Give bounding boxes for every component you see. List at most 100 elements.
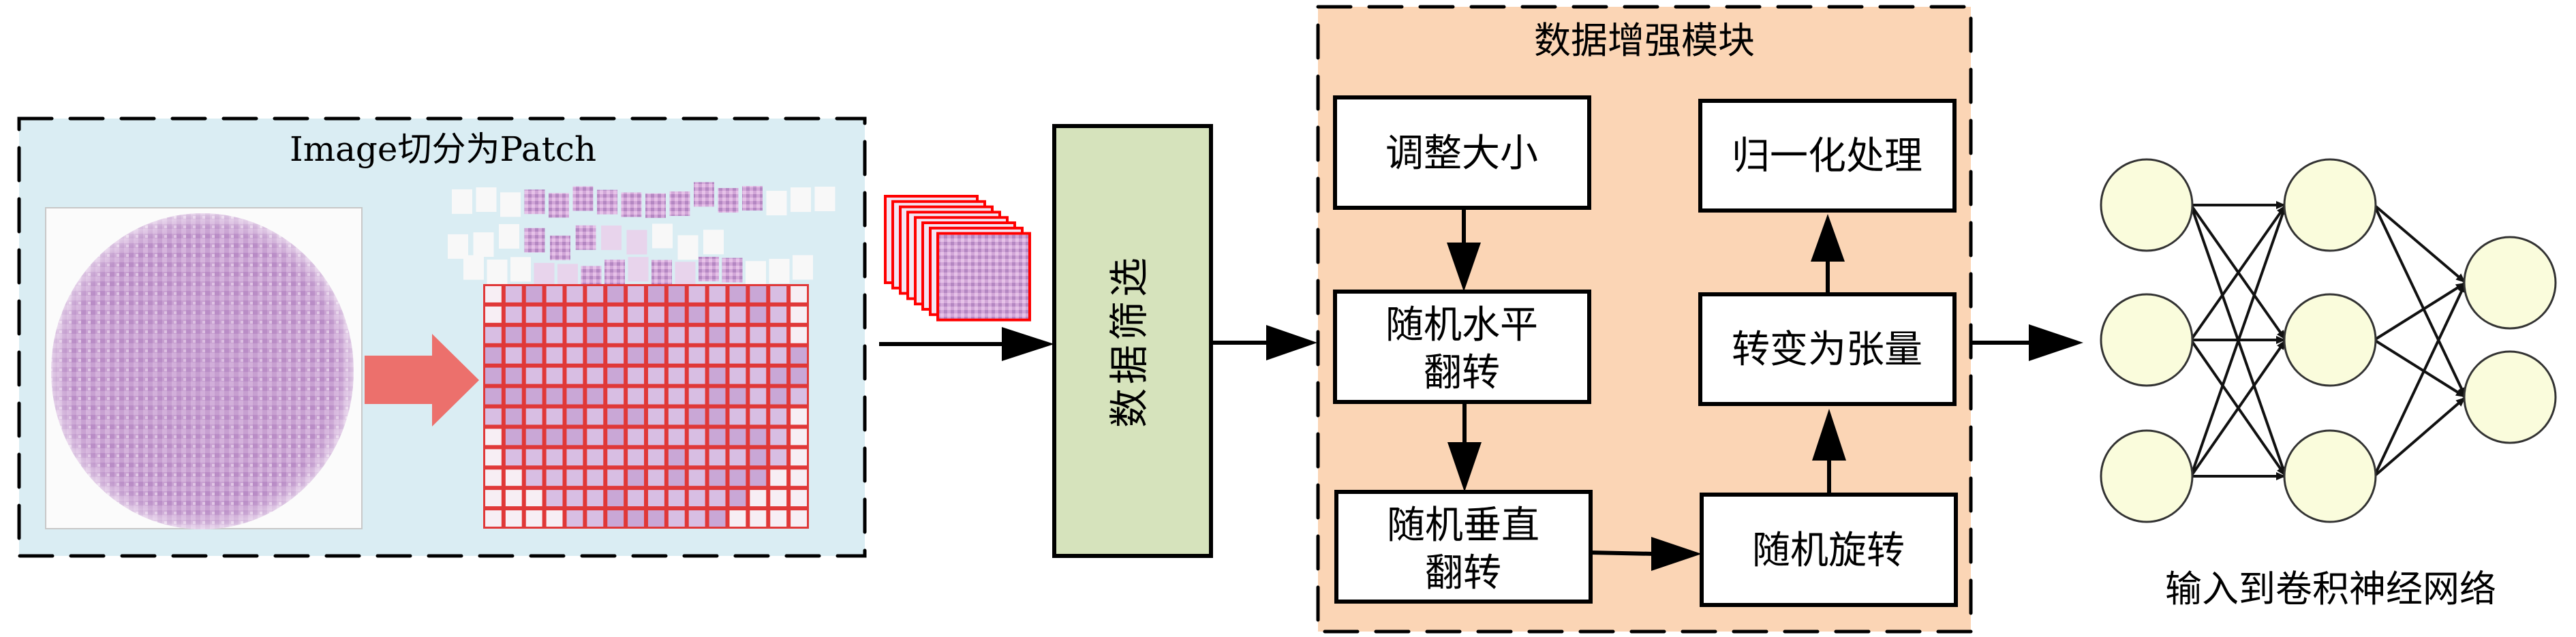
scattered-patch: [524, 189, 545, 215]
step-vertical-flip: 随机垂直 翻转: [1334, 490, 1593, 604]
patch-cell: [485, 367, 502, 384]
patch-cell: [729, 449, 746, 466]
patch-cell: [525, 449, 542, 466]
patch-cell: [566, 510, 583, 527]
patch-cell: [688, 347, 705, 364]
patch-cell: [546, 306, 563, 323]
patch-cell: [505, 490, 522, 507]
patch-cell: [628, 490, 644, 507]
patch-cell: [505, 408, 522, 425]
patch-cell: [770, 449, 787, 466]
step-normalize: 归一化处理: [1698, 99, 1957, 213]
patch-cell: [729, 429, 746, 446]
patch-cell: [546, 347, 563, 364]
stacked-patch: [936, 232, 1031, 322]
patch-cell: [587, 490, 604, 507]
step-to-tensor-label: 转变为张量: [1732, 328, 1922, 372]
patch-cell: [729, 388, 746, 405]
patch-cell: [668, 286, 685, 302]
patch-cell: [668, 347, 685, 364]
patch-cell: [546, 286, 563, 302]
patch-cell: [729, 347, 746, 364]
patch-cell: [791, 347, 807, 364]
network-caption: 输入到卷积神经网络: [2165, 568, 2496, 610]
patch-cell: [566, 490, 583, 507]
patch-grid: [483, 284, 809, 529]
patch-cell: [709, 490, 726, 507]
step-horizontal-flip: 随机水平 翻转: [1333, 290, 1591, 404]
patch-cell: [485, 510, 502, 527]
patch-cell: [546, 367, 563, 384]
patch-cell: [628, 408, 644, 425]
patch-cell: [607, 286, 624, 302]
step-hflip-label-line2: 翻转: [1424, 351, 1500, 395]
edge-arrowhead-icon: [2276, 201, 2286, 209]
patch-cell: [688, 429, 705, 446]
arrow-tensor-to-normalize: [1811, 214, 1845, 294]
patch-cell: [750, 449, 767, 466]
network-edge: [2373, 396, 2467, 478]
scattered-patches: [448, 182, 835, 291]
patch-cell: [668, 449, 685, 466]
patch-cell: [791, 388, 807, 405]
patch-cell: [607, 347, 624, 364]
patch-cell: [750, 306, 767, 323]
arrow-vflip-to-rotate: [1590, 537, 1702, 571]
patch-cell: [505, 429, 522, 446]
neural-network-icon: [2100, 158, 2557, 523]
patch-cell: [668, 326, 685, 343]
scattered-patch: [793, 255, 813, 280]
patch-cell: [607, 490, 624, 507]
data-filter-block: 数据筛选: [1052, 124, 1213, 558]
patch-cell: [566, 326, 583, 343]
scattered-patch: [534, 262, 555, 288]
patch-cell: [485, 469, 502, 486]
patch-cell: [546, 388, 563, 405]
scattered-patch: [476, 187, 497, 212]
patch-cell: [770, 510, 787, 527]
patch-cell: [485, 490, 502, 507]
network-edge: [2373, 204, 2467, 398]
patch-cell: [485, 286, 502, 302]
patch-cell: [750, 286, 767, 302]
scattered-patch: [669, 191, 690, 216]
patch-cell: [688, 286, 705, 302]
patch-cell: [648, 388, 664, 405]
patch-cell: [525, 286, 542, 302]
patch-cell: [750, 388, 767, 405]
step-rotate-label: 随机旋转: [1752, 529, 1905, 573]
patch-cell: [587, 388, 604, 405]
patch-cell: [688, 490, 705, 507]
patch-cell: [485, 449, 502, 466]
network-node: [2100, 429, 2194, 523]
patch-cell: [791, 490, 807, 507]
patch-cell: [566, 306, 583, 323]
scattered-patch: [550, 235, 570, 260]
patch-cell: [648, 429, 664, 446]
patch-panel-title: Image切分为Patch: [290, 129, 596, 169]
patch-cell: [587, 449, 604, 466]
patch-cell: [770, 347, 787, 364]
patch-cell: [607, 306, 624, 323]
patch-cell: [729, 490, 746, 507]
patch-cell: [668, 388, 685, 405]
patch-cell: [566, 469, 583, 486]
patch-cell: [648, 347, 664, 364]
scattered-patch: [699, 256, 719, 281]
patch-cell: [505, 367, 522, 384]
patch-cell: [750, 347, 767, 364]
patch-cell: [688, 449, 705, 466]
patch-cell: [709, 510, 726, 527]
scattered-patch: [703, 230, 724, 255]
network-edge: [2373, 339, 2467, 399]
scattered-patch: [769, 258, 790, 283]
patch-cell: [709, 286, 726, 302]
scattered-patch: [742, 186, 763, 211]
patch-cell: [628, 429, 644, 446]
patch-cell: [648, 367, 664, 384]
scattered-patch: [499, 223, 519, 249]
network-edge: [2373, 282, 2467, 477]
patch-cell: [566, 388, 583, 405]
patch-cell: [648, 286, 664, 302]
